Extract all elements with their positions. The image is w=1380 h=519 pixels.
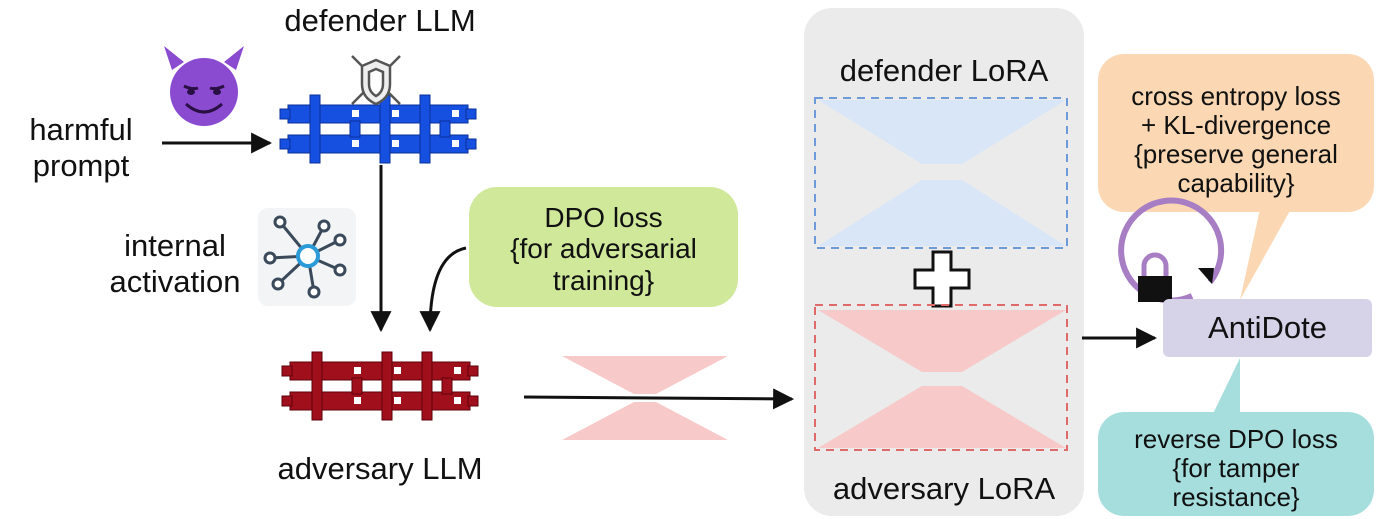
adversary-lora-label: adversary LoRA [832,471,1056,506]
defender-llm-model [279,94,477,164]
dpo-loss-text: DPO loss {for adversarial training} [510,202,697,296]
lock-icon [1118,197,1225,304]
defender-lora-block [814,97,1068,249]
defender-lora-label: defender LoRA [839,53,1049,88]
adversary-llm-model [281,351,479,421]
internal-activation-label: internal activation [109,228,241,299]
antidote-box: AntiDote [1163,299,1372,357]
smiling-devil-icon [164,46,244,126]
dpo-loss-bubble [469,187,738,307]
network-nodes-icon [258,208,356,306]
reverse-dpo-bubble [1098,358,1374,516]
ce-kl-text: cross entropy loss + KL-divergence {pres… [1131,81,1341,199]
lora-transfer-arrow [523,388,795,410]
defender-llm-label: defender LLM [284,3,476,38]
reverse-dpo-text: reverse DPO loss {for tamper resistance} [1134,424,1338,513]
harmful-prompt-label: harmful prompt [29,112,133,183]
plus-icon [913,250,971,308]
dpo-arrow [419,246,467,333]
adversary-llm-label: adversary LLM [277,451,483,486]
adversary-lora-small [562,356,728,440]
ce-kl-bubble [1098,54,1374,300]
adversary-lora-block [814,304,1068,451]
shield-crossed-swords-icon [351,55,401,106]
